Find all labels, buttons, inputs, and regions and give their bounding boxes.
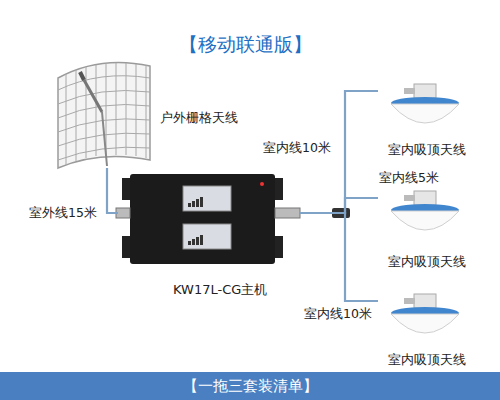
cable-label: 室内线5米 — [378, 170, 440, 186]
host-unit: KW17L-CG主机 — [118, 172, 300, 300]
band-title: 【一拖三套装清单】 — [183, 377, 318, 395]
node-label: KW17L-CG主机 — [173, 282, 267, 298]
node-label: 室内吸顶天线 — [388, 142, 466, 158]
antenna-node: 户外栅格天线 — [45, 58, 250, 168]
antenna-node: 室内吸顶天线 — [378, 185, 475, 272]
cable — [300, 198, 378, 213]
antenna-node: 室内吸顶天线 — [378, 78, 475, 160]
node-label: 室内吸顶天线 — [388, 352, 466, 368]
list-band: 【一拖三套装清单】 — [0, 372, 500, 400]
node-label: 室内吸顶天线 — [388, 254, 466, 270]
cable-label: 室内线10米 — [262, 140, 332, 156]
cable — [300, 213, 378, 301]
antenna-node: 室内吸顶天线 — [378, 288, 475, 370]
cable-label: 室外线15米 — [28, 205, 98, 221]
node-label: 户外栅格天线 — [160, 110, 238, 126]
grid-antenna — [58, 62, 150, 168]
repeater-device — [116, 174, 300, 264]
cable — [107, 168, 118, 213]
title: 【移动联通版】 — [179, 32, 312, 56]
cable-label: 室内线10米 — [303, 306, 373, 322]
ceiling-antenna — [391, 84, 459, 123]
ceiling-antenna — [391, 294, 459, 333]
ceiling-antenna — [391, 191, 459, 230]
